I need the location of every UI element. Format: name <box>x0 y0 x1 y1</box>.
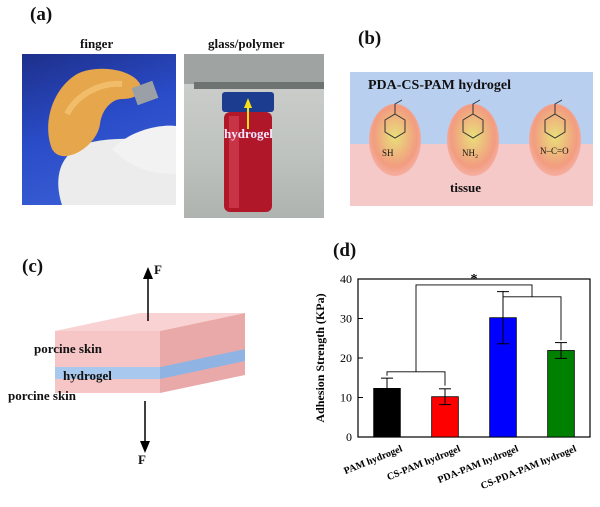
bar <box>547 350 575 438</box>
panel-label-a: (a) <box>30 4 53 25</box>
bracket-top <box>415 284 533 372</box>
layered-diagram <box>55 267 245 453</box>
force-bottom-label: F <box>138 452 146 467</box>
y-tick-label: 0 <box>346 430 352 444</box>
layer-label-middle: hydrogel <box>63 368 112 383</box>
panel-label-c: (c) <box>22 256 44 277</box>
panel-label-b: (b) <box>358 28 382 49</box>
photo-glass-polymer <box>184 54 324 218</box>
hydrogel-label: hydrogel <box>224 126 273 141</box>
tube-illustration <box>184 54 324 212</box>
photo-finger <box>22 54 176 205</box>
y-axis-label: Adhesion Strength (KPa) <box>313 293 327 422</box>
significance-marker: * <box>471 272 478 287</box>
finger-illustration <box>48 68 176 205</box>
group-label-amide: N–C=O <box>540 146 569 156</box>
bracket-left <box>386 371 446 386</box>
y-tick-label: 30 <box>340 312 352 326</box>
caption-finger: finger <box>80 36 114 51</box>
x-tick-label: CS-PDA-PAM hydrogel <box>479 444 578 493</box>
mechanism-svg <box>350 72 593 206</box>
force-top-label: F <box>154 262 162 277</box>
y-tick-label: 10 <box>340 391 352 405</box>
panel-label-d: (d) <box>333 240 357 261</box>
group-label-nh2: NH₂ <box>462 148 479 158</box>
adhesion-mechanism-diagram <box>350 72 593 206</box>
caption-glass-polymer: glass/polymer <box>208 36 285 51</box>
layer-label-bottom: porcine skin <box>8 388 77 403</box>
layer-label-top: porcine skin <box>34 341 103 356</box>
y-tick-label: 20 <box>340 351 352 365</box>
y-tick-label: 40 <box>340 272 352 286</box>
group-label-sh: SH <box>382 148 394 158</box>
diagram-title: PDA-CS-PAM hydrogel <box>368 78 511 93</box>
tissue-label: tissue <box>450 180 482 195</box>
